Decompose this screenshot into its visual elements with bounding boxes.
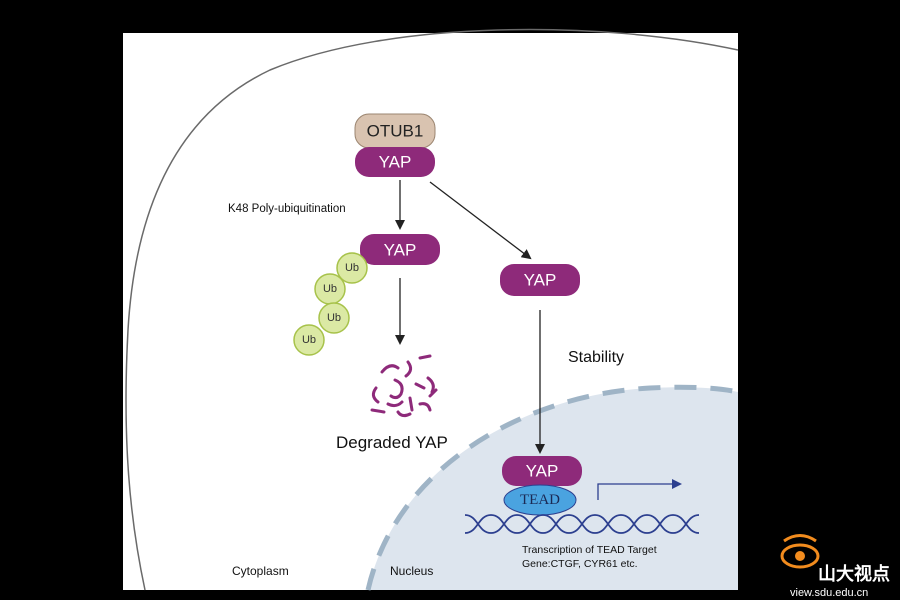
eye-logo-icon [780, 534, 820, 569]
ub-label-3: Ub [327, 312, 341, 324]
ub-chain: Ub Ub Ub Ub [293, 252, 368, 356]
ub-node-4: Ub [293, 324, 325, 356]
watermark-url: view.sdu.edu.cn [790, 587, 868, 599]
ub-label-4: Ub [302, 334, 316, 346]
yap-label-nuclear: YAP [526, 462, 559, 481]
k48-label: K48 Poly-ubiquitination [228, 203, 346, 215]
yap-node-nuclear: YAP [502, 456, 582, 486]
ub-node-1: Ub [336, 252, 368, 284]
yap-node-stable: YAP [500, 264, 580, 296]
yap-label-stable: YAP [524, 271, 557, 290]
transcription-line2: Gene:CTGF, CYR61 etc. [522, 558, 638, 570]
watermark-brand: 山大视点 [818, 563, 890, 584]
arrow-to-stability [429, 181, 532, 260]
degraded-yap-label: Degraded YAP [336, 433, 448, 452]
ub-node-3: Ub [318, 302, 350, 334]
yap-label-top: YAP [379, 153, 412, 172]
yap-node-ubiquitinated: YAP [360, 234, 440, 265]
yap-node-top: YAP [355, 147, 435, 177]
otub1-node: OTUB1 [354, 113, 436, 149]
transcription-arrow [597, 479, 682, 500]
ub-node-2: Ub [314, 273, 346, 305]
ub-label-2: Ub [323, 283, 337, 295]
tead-label: TEAD [520, 492, 560, 508]
otub1-label: OTUB1 [367, 122, 424, 141]
watermark-logo: 山大视点 view.sdu.edu.cn [780, 534, 890, 599]
nuclear-membrane [365, 384, 739, 591]
degraded-yap-fragments [370, 354, 438, 418]
yap-label-ubiquitinated: YAP [384, 241, 417, 260]
transcription-line1: Transcription of TEAD Target [522, 544, 657, 556]
nucleus-label: Nucleus [390, 564, 433, 578]
ub-label-1: Ub [345, 262, 359, 274]
cytoplasm-label: Cytoplasm [232, 564, 289, 578]
dna-helix [464, 514, 700, 534]
cell-membrane [125, 28, 739, 591]
stability-label: Stability [568, 349, 624, 366]
tead-node: TEAD [503, 484, 577, 516]
